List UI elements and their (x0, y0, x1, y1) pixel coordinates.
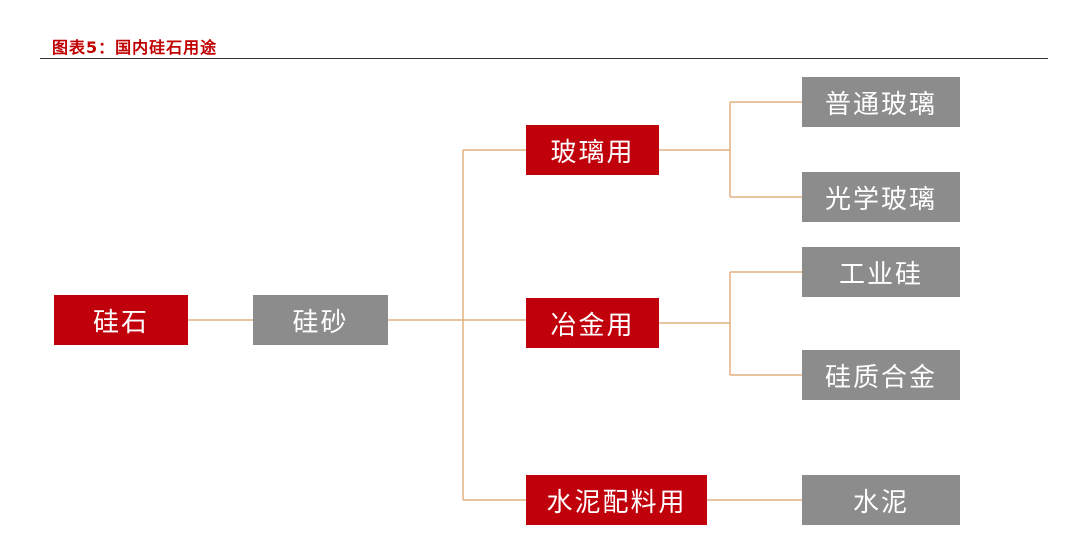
figure-title: 图表5：国内硅石用途 (52, 38, 218, 57)
node-glass-use: 玻璃用 (526, 125, 659, 175)
node-industrial-silicon: 工业硅 (802, 247, 960, 297)
node-metallurgy-use: 冶金用 (526, 298, 659, 348)
node-silica-sand: 硅砂 (253, 295, 388, 345)
title-divider (40, 58, 1048, 59)
node-cement: 水泥 (802, 475, 960, 525)
node-cement-use: 水泥配料用 (526, 475, 707, 525)
node-ordinary-glass: 普通玻璃 (802, 77, 960, 127)
node-silica-stone: 硅石 (54, 295, 188, 345)
node-optical-glass: 光学玻璃 (802, 172, 960, 222)
node-silicon-alloy: 硅质合金 (802, 350, 960, 400)
